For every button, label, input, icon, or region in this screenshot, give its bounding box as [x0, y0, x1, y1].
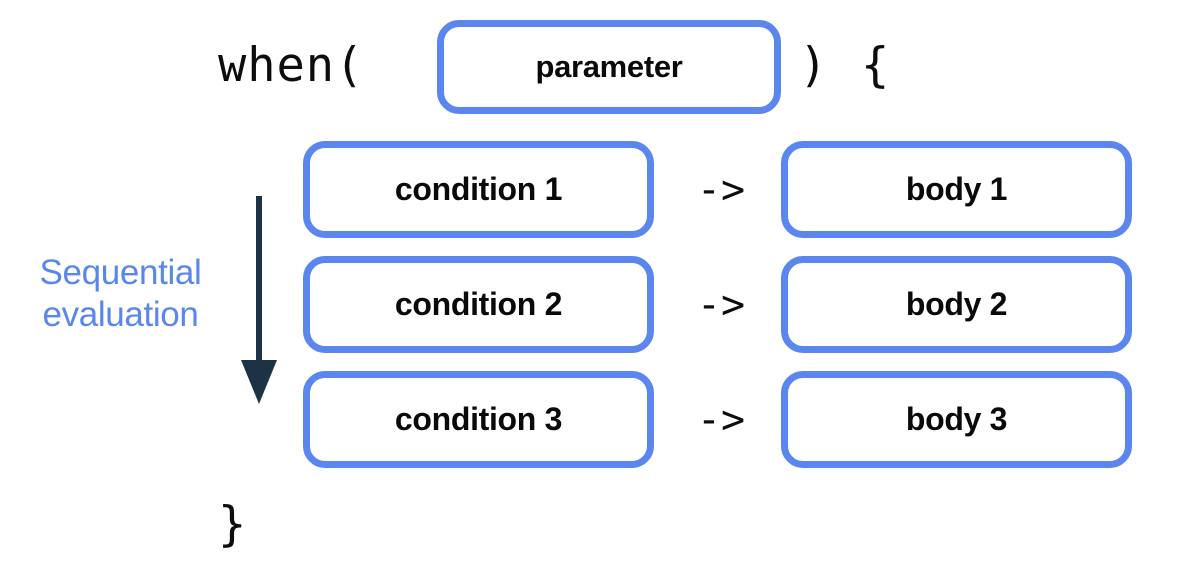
condition-box-2-label: condition 2 — [394, 286, 563, 322]
body-box-3[interactable]: body 3 — [781, 371, 1132, 468]
condition-box-3[interactable]: condition 3 — [303, 371, 654, 468]
opening-brace: { — [861, 38, 891, 93]
closing-brace: } — [218, 497, 248, 552]
sequential-evaluation-label: Sequential evaluation — [18, 252, 223, 336]
condition-box-1-label: condition 1 — [394, 171, 563, 207]
condition-box-2[interactable]: condition 2 — [303, 256, 654, 353]
sequential-evaluation-line-2: evaluation — [42, 295, 199, 334]
sequential-evaluation-arrow-icon — [241, 196, 277, 404]
body-box-2[interactable]: body 2 — [781, 256, 1132, 353]
branch-operator-1: -> — [696, 167, 746, 213]
sequential-evaluation-line-1: Sequential — [39, 253, 202, 292]
body-box-3-label: body 3 — [905, 401, 1008, 437]
condition-box-1[interactable]: condition 1 — [303, 141, 654, 238]
closing-paren: ) — [799, 38, 829, 93]
branch-operator-3: -> — [696, 397, 746, 443]
parameter-box-label: parameter — [535, 49, 683, 84]
condition-box-3-label: condition 3 — [394, 401, 563, 437]
branch-operator-2: -> — [696, 282, 746, 328]
body-box-2-label: body 2 — [905, 286, 1008, 322]
parameter-box[interactable]: parameter — [437, 20, 781, 114]
keyword-when-open-paren: when( — [218, 38, 365, 93]
body-box-1-label: body 1 — [905, 171, 1008, 207]
body-box-1[interactable]: body 1 — [781, 141, 1132, 238]
